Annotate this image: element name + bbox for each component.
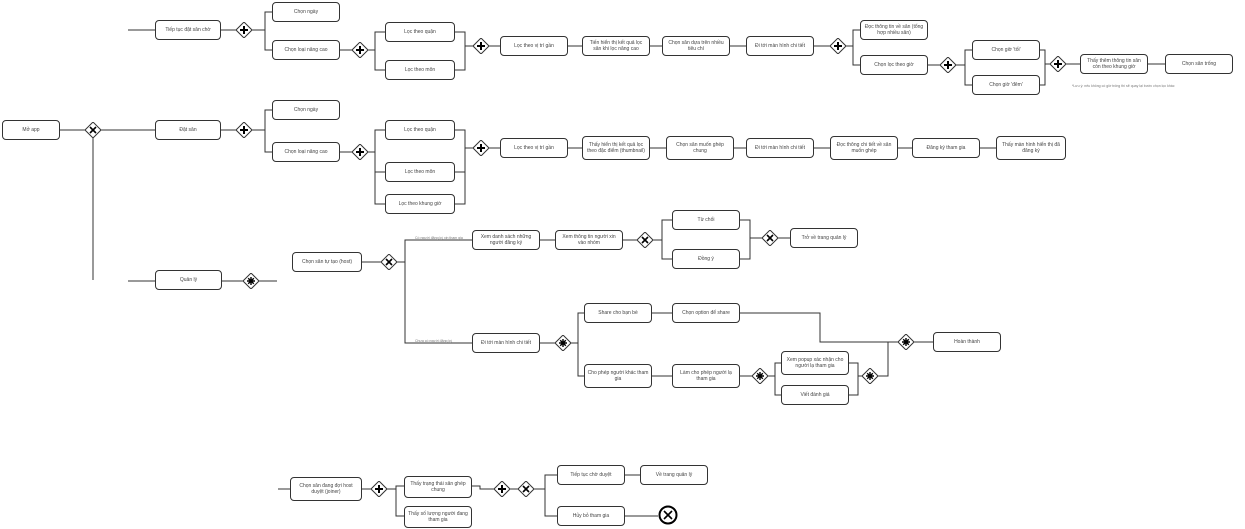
end-event-icon [658,505,678,525]
task-see-members: Thấy số lượng người đang tham gia [404,506,472,528]
task-read-info: Đọc thông tin về sân (tổng hợp nhiều sân… [860,20,928,40]
task-back-to-manage: Về trang quản lý [640,465,708,485]
parallel-gateway [473,38,489,54]
note: *Lưu ý: nếu không có giờ trống thì sẽ qu… [1072,84,1175,88]
task-view-applicant: Xem thông tin người xin vào nhóm [555,230,623,250]
task-hour-evening: Chọn giờ 'tối' [972,40,1040,60]
task-book-court: Đặt sân [155,120,221,140]
task-pick-advanced: Chọn loại nâng cao [272,40,340,60]
task-filter-sport: Lọc theo môn [385,162,455,182]
parallel-gateway [1050,56,1066,72]
task-see-registered: Thấy màn hình hiển thị đã đăng ký [996,136,1066,160]
task-continue-booking: Tiếp tục đặt sân chờ [155,20,221,40]
task-choose-court: Chọn sân dựa trên nhiều tiêu chí [662,36,730,56]
parallel-gateway [236,22,252,38]
task-enable-strangers: Làm cho phép người lạ tham gia [672,364,740,388]
exclusive-gateway [85,122,101,138]
task-pick-date: Chọn ngày [272,100,340,120]
task-read-detail: Đọc thông chi tiết về sân muốn ghép [830,136,898,160]
edge-label: Chưa có người đăng ký [415,339,452,343]
task-view-popup: Xem popup xác nhận cho người lạ tham gia [781,351,849,375]
task-filter-sport: Lọc theo môn [385,60,455,80]
exclusive-gateway [637,232,653,248]
task-hour-night: Chọn giờ 'đêm' [972,75,1040,95]
parallel-gateway [940,57,956,73]
task-go-detail: Đi tới màn hình chi tiết [746,138,814,158]
task-filter-district: Lọc theo quận [385,22,455,42]
task-manage: Quản lý [155,270,222,290]
complex-gateway [862,368,878,384]
task-cancel-join: Hủy bỏ tham gia [557,506,625,526]
task-show-results: Tiến hiển thị kết quả lọc sân khi lọc nâ… [582,36,650,56]
task-see-status: Thấy trạng thái sân ghép chung [404,476,472,498]
task-share-friends: Share cho bạn bè [584,303,652,323]
parallel-gateway [830,38,846,54]
task-continue-waiting: Tiếp tục chờ duyệt [557,465,625,485]
parallel-gateway [352,42,368,58]
edge-label: Có người đăng ký xin tham gia [415,236,463,240]
task-accept: Đồng ý [672,249,740,269]
task-reject: Từ chối [672,210,740,230]
task-filter-nearby: Lọc theo vị trí gần [500,138,568,158]
task-filter-by-time: Chọn lọc theo giờ [860,55,928,75]
start-task: Mở app [2,120,60,140]
task-choose-hosted-court: Chọn sân tự tạo (host) [292,252,362,272]
task-back-to-manage: Trở về trang quản lý [790,228,858,248]
parallel-gateway [473,140,489,156]
parallel-gateway [371,481,387,497]
task-pick-date: Chọn ngày [272,2,340,22]
parallel-gateway [494,481,510,497]
task-filter-district: Lọc theo quận [385,120,455,140]
task-show-thumbnails: Thấy hiển thị kết quả lọc theo đặc điểm … [582,136,650,160]
exclusive-gateway [518,481,534,497]
task-filter-timeslot: Lọc theo khung giờ [385,194,455,214]
task-choose-pending-court: Chọn sân đang đợi host duyệt (joiner) [290,477,362,501]
complex-gateway [752,368,768,384]
task-go-detail: Đi tới màn hình chi tiết [472,333,540,353]
exclusive-gateway [762,230,778,246]
task-allow-strangers: Cho phép người khác tham gia [584,364,652,388]
task-pick-advanced: Chọn loại nâng cao [272,142,340,162]
complex-gateway [243,273,259,289]
complex-gateway [555,335,571,351]
task-show-slots: Thấy thêm thông tin sân còn theo khung g… [1080,54,1148,74]
task-choose-share-option: Chọn option để share [672,303,740,323]
parallel-gateway [236,122,252,138]
complex-gateway [898,334,914,350]
exclusive-gateway [381,254,397,270]
task-choose-shared-court: Chọn sân muốn ghép chung [666,136,734,160]
parallel-gateway [352,144,368,160]
task-done: Hoàn thành [933,332,1001,352]
task-register: Đăng ký tham gia [912,138,980,158]
task-write-review: Viết đánh giá [781,385,849,405]
task-filter-nearby: Lọc theo vị trí gần [500,36,568,56]
task-go-detail: Đi tới màn hình chi tiết [746,36,814,56]
task-view-registrants: Xem danh sách những người đăng ký [472,230,540,250]
task-choose-free-court: Chọn sân trống [1165,54,1233,74]
